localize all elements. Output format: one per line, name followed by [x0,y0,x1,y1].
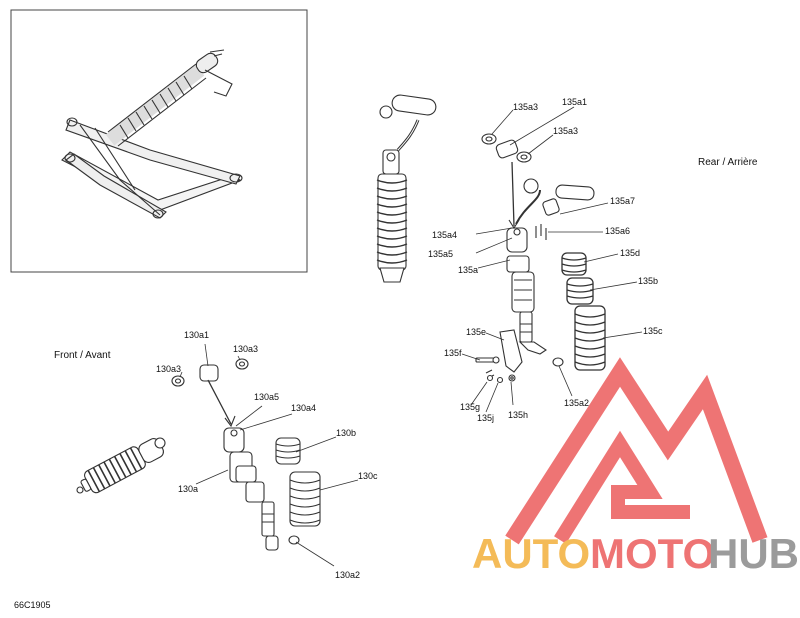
callout-130c: 130c [358,471,378,481]
callout-130a5: 130a5 [254,392,279,402]
callout-135g: 135g [460,402,480,412]
callout-135a1: 135a1 [562,97,587,107]
callout-135a3-right: 135a3 [553,126,578,136]
vehicle-rear-suspension-overview-icon [61,49,243,219]
callout-130a3-left: 130a3 [156,364,181,374]
callout-135h: 135h [508,410,528,420]
watermark-text-moto: MOTO [590,530,715,577]
callout-135a2: 135a2 [564,398,589,408]
callout-135a4: 135a4 [432,230,457,240]
callout-130a: 130a [178,484,198,494]
callout-135j: 135j [477,413,494,423]
watermark-logo-icon [505,357,768,545]
front-caption: Front / Avant [54,350,111,361]
rear-exploded-parts [475,133,606,384]
callout-135a6: 135a6 [605,226,630,236]
callout-135a5: 135a5 [428,249,453,259]
rear-leader-lines [461,106,643,413]
rear-caption: Rear / Arrière [698,157,758,168]
front-exploded-parts [171,358,321,551]
callout-130a3-right: 130a3 [233,344,258,354]
diagram-code: 66C1905 [14,600,51,610]
callout-135d: 135d [620,248,640,258]
callout-130a4: 130a4 [291,403,316,413]
overview-inset [10,9,308,273]
automotohub-watermark: AUTO MOTO HUB [472,357,799,577]
rear-shock-absorber-icon [376,94,437,283]
callout-135f: 135f [444,348,462,358]
callout-135a3-top: 135a3 [513,102,538,112]
callout-135a7: 135a7 [610,196,635,206]
front-shock-absorber-icon [76,437,166,494]
callout-130b: 130b [336,428,356,438]
callout-130a1: 130a1 [184,330,209,340]
watermark-text-auto: AUTO [472,530,590,577]
callout-135a: 135a [458,265,478,275]
callout-135c: 135c [643,326,663,336]
watermark-text-hub: HUB [708,530,799,577]
callout-135b: 135b [638,276,658,286]
callout-130a2: 130a2 [335,570,360,580]
callout-135e: 135e [466,327,486,337]
front-leader-lines [179,343,359,567]
